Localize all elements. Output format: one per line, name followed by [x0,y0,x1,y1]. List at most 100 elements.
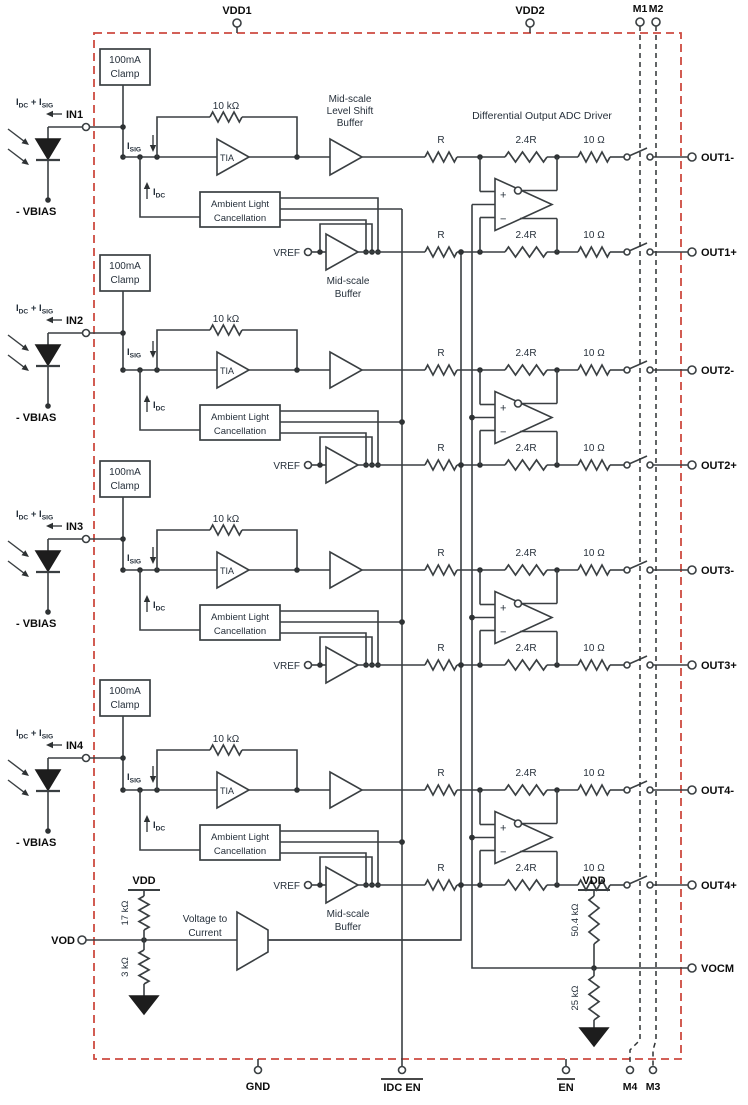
r24-resistor [504,363,548,377]
m2-pin [651,17,661,27]
junction-dot [294,154,300,160]
buffer-label: Mid-scale [329,94,372,105]
junction-dot [294,367,300,373]
vod-pin-label: VOD [51,935,75,947]
amp-output-node [513,399,523,408]
switch-arm [628,360,648,370]
alc-wire [280,410,379,465]
alc-label: Cancellation [214,426,266,437]
r10-resistor [577,150,611,164]
vref-buffer-feedback [319,223,373,252]
r-label: R [437,768,444,779]
switch-arm [628,455,648,465]
photodiode-symbol [34,138,62,161]
photocurrent-label: I [16,728,19,739]
switch-contact [646,881,654,889]
alc-label: Cancellation [214,213,266,224]
vbias-label: - VBIAS [16,618,56,630]
input-pin-label: IN2 [66,315,83,327]
vref-buffer [325,645,360,685]
input-current-arrow [46,741,53,749]
photocurrent-label: IDC + ISIG [16,509,53,522]
input-pin-label: IN4 [66,740,84,752]
plus-sign: + [500,823,506,835]
photocurrent-label: I [16,303,19,314]
input-current-arrow [46,316,53,324]
photocurrent-label: DC [19,103,29,110]
junction-dot [458,462,464,468]
r25-label: 25 kΩ [570,985,581,1010]
photocurrent-label: IDC + ISIG [16,303,53,316]
light-arrow [21,769,29,776]
r24-label: 2.4R [515,768,536,779]
junction-dot [399,619,405,625]
switch-contact [623,248,631,256]
ground-symbol [128,995,160,1016]
photocurrent-label: SIG [42,515,53,522]
clamp-label: Clamp [111,275,140,286]
v2c-block [236,910,269,972]
light-arrow [7,148,27,164]
r504-resistor [587,895,601,945]
vocm-pin-label: VOCM [701,963,734,975]
r10-resistor [577,563,611,577]
feedback-wire [242,529,298,570]
ground-symbol [578,1027,610,1048]
idc-arrow [143,182,151,189]
clamp-label: 100mA [109,686,141,697]
r24-label: 2.4R [515,230,536,241]
vref-pin [303,660,313,670]
r24-resistor [504,783,548,797]
tia-label: TIA [220,366,234,376]
junction-dot [45,828,51,834]
r17-label: 17 kΩ [120,900,131,925]
photocurrent-label: SIG [42,309,53,316]
r24-resistor [504,563,548,577]
light-arrow [21,158,29,165]
r-resistor [424,363,458,377]
light-arrow [21,364,29,371]
isig-arrow [149,145,157,152]
alc-label: Ambient Light [211,412,269,423]
switch-contact [623,153,631,161]
clamp-label: 100mA [109,261,141,272]
m1-pin-label: M1 [633,3,648,15]
junction-dot [294,567,300,573]
r10-resistor [577,878,611,892]
idc-label: IDC [153,600,165,613]
r10-resistor [577,363,611,377]
r10-label: 10 Ω [583,135,605,146]
junction-dot [399,839,405,845]
feedback-resistor [209,523,243,537]
switch-contact [646,661,654,669]
isig-label: I [127,141,130,152]
input-pin [81,328,91,338]
level-shift-buffer [329,550,364,590]
photocurrent-label: I [16,97,19,108]
diff-amp [494,177,554,232]
r10-resistor [577,245,611,259]
junction-dot [399,419,405,425]
adc-driver-header: Differential Output ADC Driver [472,110,612,122]
r-resistor [424,563,458,577]
input-pin [81,122,91,132]
vref-pin [303,880,313,890]
buffer-label: Buffer [335,289,362,300]
light-arrow [7,128,27,144]
switch-arm [628,242,648,252]
en-pin-label: EN [558,1082,573,1094]
light-arrow [21,550,29,557]
output-pin-label: OUT4+ [701,880,737,892]
idc-label: I [153,600,156,611]
r10-resistor [577,783,611,797]
switch-arm [628,875,648,885]
r-resistor [424,658,458,672]
switch-contact [646,248,654,256]
plus-sign: + [500,603,506,615]
switch-contact [623,566,631,574]
r10-label: 10 Ω [583,768,605,779]
switch-contact [646,461,654,469]
input-pin-label: IN3 [66,521,83,533]
junction-dot [317,882,323,888]
photocurrent-label: + I [28,509,41,520]
